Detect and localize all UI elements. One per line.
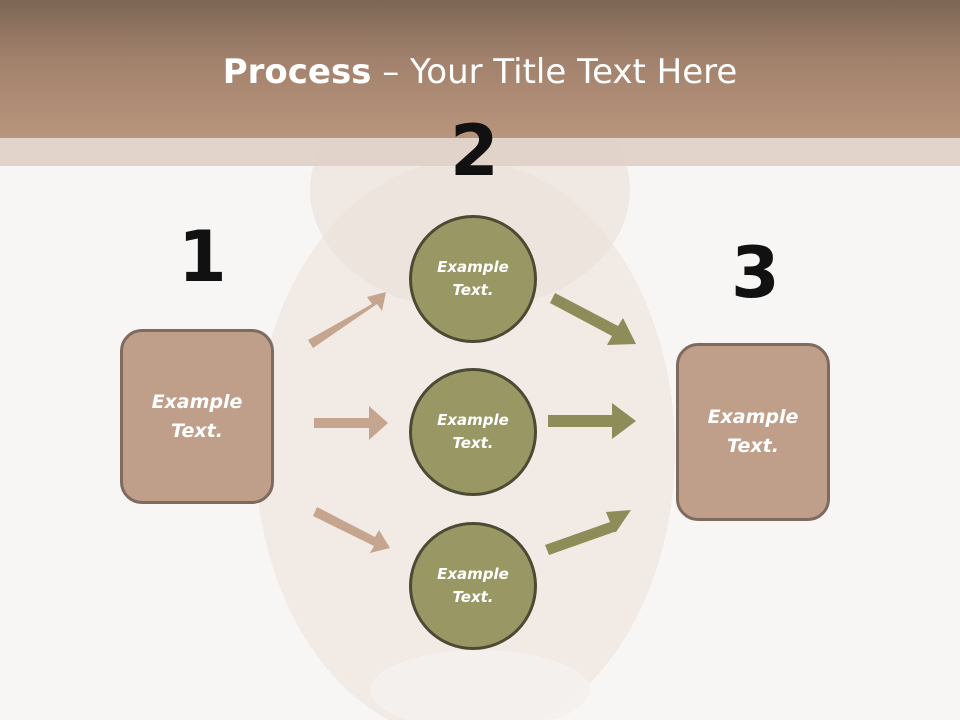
arrow-left-bottom xyxy=(313,507,390,553)
title-bold: Process xyxy=(222,52,372,92)
arrow-right-top xyxy=(550,293,636,345)
slide-title: Process – Your Title Text Here xyxy=(0,52,960,92)
step-2-circle-top-text: Example Text. xyxy=(437,258,509,299)
step-1-text: Example Text. xyxy=(151,390,243,442)
title-underline-strip xyxy=(0,138,960,166)
step-number-2: 2 xyxy=(450,110,499,192)
step-number-3: 3 xyxy=(731,232,780,314)
step-3-text: Example Text. xyxy=(707,406,799,457)
title-bar xyxy=(0,0,960,138)
step-2-circle-top: Example Text. xyxy=(409,215,537,343)
arrow-left-middle xyxy=(314,406,388,440)
step-2-circle-bottom-text: Example Text. xyxy=(437,565,509,606)
arrow-right-bottom xyxy=(545,510,631,555)
title-rest: – Your Title Text Here xyxy=(371,52,738,92)
step-1-box: Example Text. xyxy=(120,329,274,504)
step-number-1: 1 xyxy=(178,216,227,298)
arrow-left-top xyxy=(308,292,386,348)
step-3-box: Example Text. xyxy=(676,343,830,521)
step-2-circle-middle-text: Example Text. xyxy=(437,411,509,452)
step-2-circle-middle: Example Text. xyxy=(409,368,537,496)
arrow-right-middle xyxy=(548,403,636,439)
step-2-circle-bottom: Example Text. xyxy=(409,522,537,650)
